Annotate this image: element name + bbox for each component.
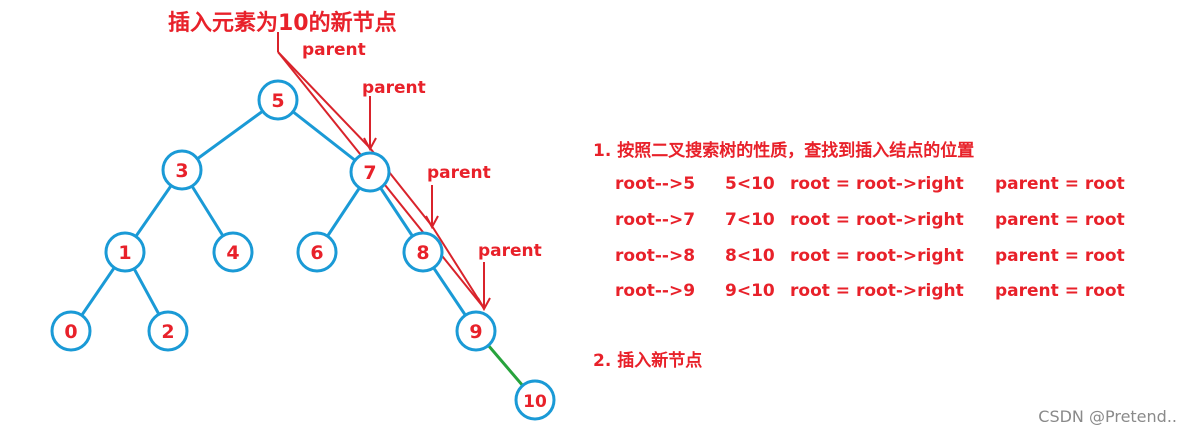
node-9: 9: [455, 310, 497, 352]
row-parent-assign: parent = root: [995, 210, 1125, 230]
parent-label-1: parent: [302, 40, 366, 60]
node-6: 6: [296, 231, 338, 273]
node-4: 4: [212, 231, 254, 273]
row-root-ref: root-->7: [615, 210, 695, 230]
row-compare: 5<10: [725, 174, 775, 194]
watermark: CSDN @Pretend..: [1038, 407, 1177, 426]
node-1: 1: [104, 231, 146, 273]
step-row: root-->7 7<10 root = root->right parent …: [615, 210, 1125, 230]
step-row: root-->5 5<10 root = root->right parent …: [615, 174, 1125, 194]
node-0: 0: [50, 310, 92, 352]
arrowhead-9: [477, 297, 491, 312]
node-label: 10: [523, 392, 547, 412]
row-root-assign: root = root->right: [790, 281, 964, 301]
row-compare: 7<10: [725, 210, 775, 230]
node-2: 2: [147, 310, 189, 352]
node-label: 0: [64, 321, 77, 343]
node-label: 2: [161, 321, 174, 343]
step-1-heading: 1. 按照二叉搜索树的性质，查找到插入结点的位置: [593, 140, 974, 161]
step-row: root-->9 9<10 root = root->right parent …: [615, 281, 1125, 301]
row-parent-assign: parent = root: [995, 246, 1125, 266]
node-label: 6: [310, 242, 323, 264]
node-label: 5: [271, 90, 284, 112]
path-segment-1: [277, 51, 371, 149]
node-label: 7: [363, 162, 376, 184]
path-segment-3: [431, 225, 485, 309]
row-compare: 8<10: [725, 246, 775, 266]
explanation-panel: 1. 按照二叉搜索树的性质，查找到插入结点的位置 root-->5 5<10 r…: [593, 140, 1125, 371]
node-label: 3: [175, 160, 188, 182]
step-row: root-->8 8<10 root = root->right parent …: [615, 246, 1125, 266]
row-parent-assign: parent = root: [995, 174, 1125, 194]
node-label: 8: [416, 242, 429, 264]
row-root-ref: root-->5: [615, 174, 695, 194]
step-2-heading: 2. 插入新节点: [593, 350, 702, 371]
parent-label-3: parent: [427, 163, 491, 183]
diagram-title: 插入元素为10的新节点: [168, 10, 397, 36]
tree-edges: [69, 98, 478, 332]
parent-label-2: parent: [362, 78, 426, 98]
node-10-new: 10: [514, 379, 556, 421]
row-compare: 9<10: [725, 281, 775, 301]
row-parent-assign: parent = root: [995, 281, 1125, 301]
node-label: 9: [469, 321, 482, 343]
node-label: 4: [226, 242, 239, 264]
row-root-assign: root = root->right: [790, 246, 964, 266]
node-8: 8: [402, 231, 444, 273]
tree-nodes: 5 3 7 1 4 6 8 0: [50, 79, 556, 421]
node-5: 5: [257, 79, 299, 121]
row-root-assign: root = root->right: [790, 174, 964, 194]
row-root-assign: root = root->right: [790, 210, 964, 230]
node-7: 7: [349, 151, 391, 193]
arrowhead-8: [425, 215, 439, 230]
row-root-ref: root-->9: [615, 281, 695, 301]
row-root-ref: root-->8: [615, 246, 695, 266]
parent-label-4: parent: [478, 241, 542, 261]
arrowhead-7: [363, 137, 377, 152]
node-3: 3: [161, 149, 203, 191]
node-label: 1: [118, 242, 131, 264]
